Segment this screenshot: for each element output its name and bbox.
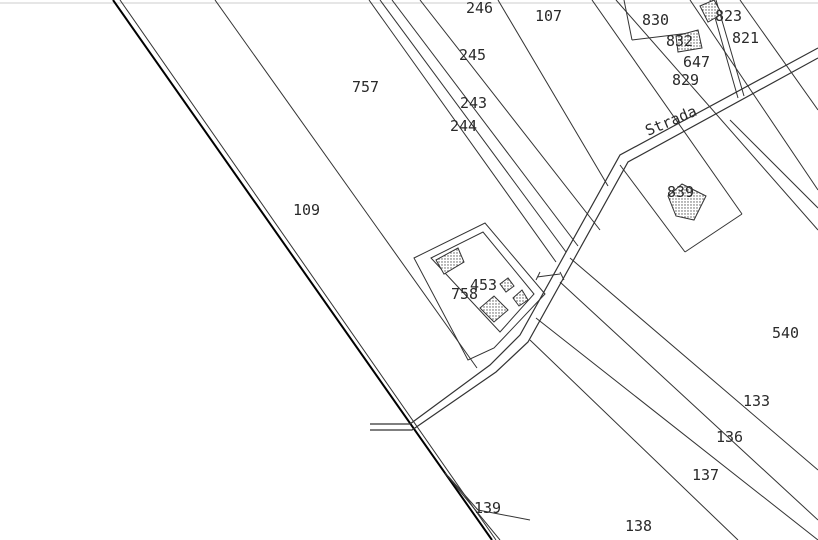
parcel-label-839: 839 xyxy=(667,183,694,201)
parcel-label-758: 758 xyxy=(451,285,478,303)
road-label: Strada xyxy=(643,102,700,140)
main-boundary-line xyxy=(112,0,493,540)
parcel-label-244: 244 xyxy=(450,117,477,135)
parcel-label-243: 243 xyxy=(460,94,487,112)
building-7 xyxy=(675,29,703,53)
main-boundary-line-inner xyxy=(119,0,497,540)
parcel-lines xyxy=(214,0,818,540)
parcel-label-757: 757 xyxy=(352,78,379,96)
building-plot xyxy=(413,222,546,361)
parcel-label-540: 540 xyxy=(772,324,799,342)
parcel-label-246: 246 xyxy=(466,0,493,17)
parcel-label-107: 107 xyxy=(535,7,562,25)
building-2 xyxy=(479,295,509,323)
parcel-label-453: 453 xyxy=(470,276,497,294)
road-strada xyxy=(370,47,818,431)
parcel-label-821: 821 xyxy=(732,29,759,47)
parcel-label-139: 139 xyxy=(474,499,501,517)
parcel-label-832: 832 xyxy=(666,32,693,50)
road-crossing xyxy=(536,273,561,278)
parcel-label-138: 138 xyxy=(625,517,652,535)
parcel-label-823: 823 xyxy=(715,7,742,25)
building-plot-inner xyxy=(430,231,535,333)
building-1 xyxy=(435,247,465,275)
buildings xyxy=(435,0,723,323)
building-5 xyxy=(667,183,707,221)
parcel-label-829: 829 xyxy=(672,71,699,89)
building-4 xyxy=(512,289,529,307)
parcel-label-109: 109 xyxy=(293,201,320,219)
parcel-label-245: 245 xyxy=(459,46,486,64)
parcel-label-830: 830 xyxy=(642,11,669,29)
parcel-labels: 246 107 830 823 832 821 647 829 245 757 … xyxy=(293,0,799,535)
parcel-label-137: 137 xyxy=(692,466,719,484)
building-6 xyxy=(699,0,723,23)
building-3 xyxy=(499,277,515,293)
parcel-label-133: 133 xyxy=(743,392,770,410)
road-crossing-marks xyxy=(535,271,565,281)
parcel-label-136: 136 xyxy=(716,428,743,446)
parcel-label-647: 647 xyxy=(683,53,710,71)
